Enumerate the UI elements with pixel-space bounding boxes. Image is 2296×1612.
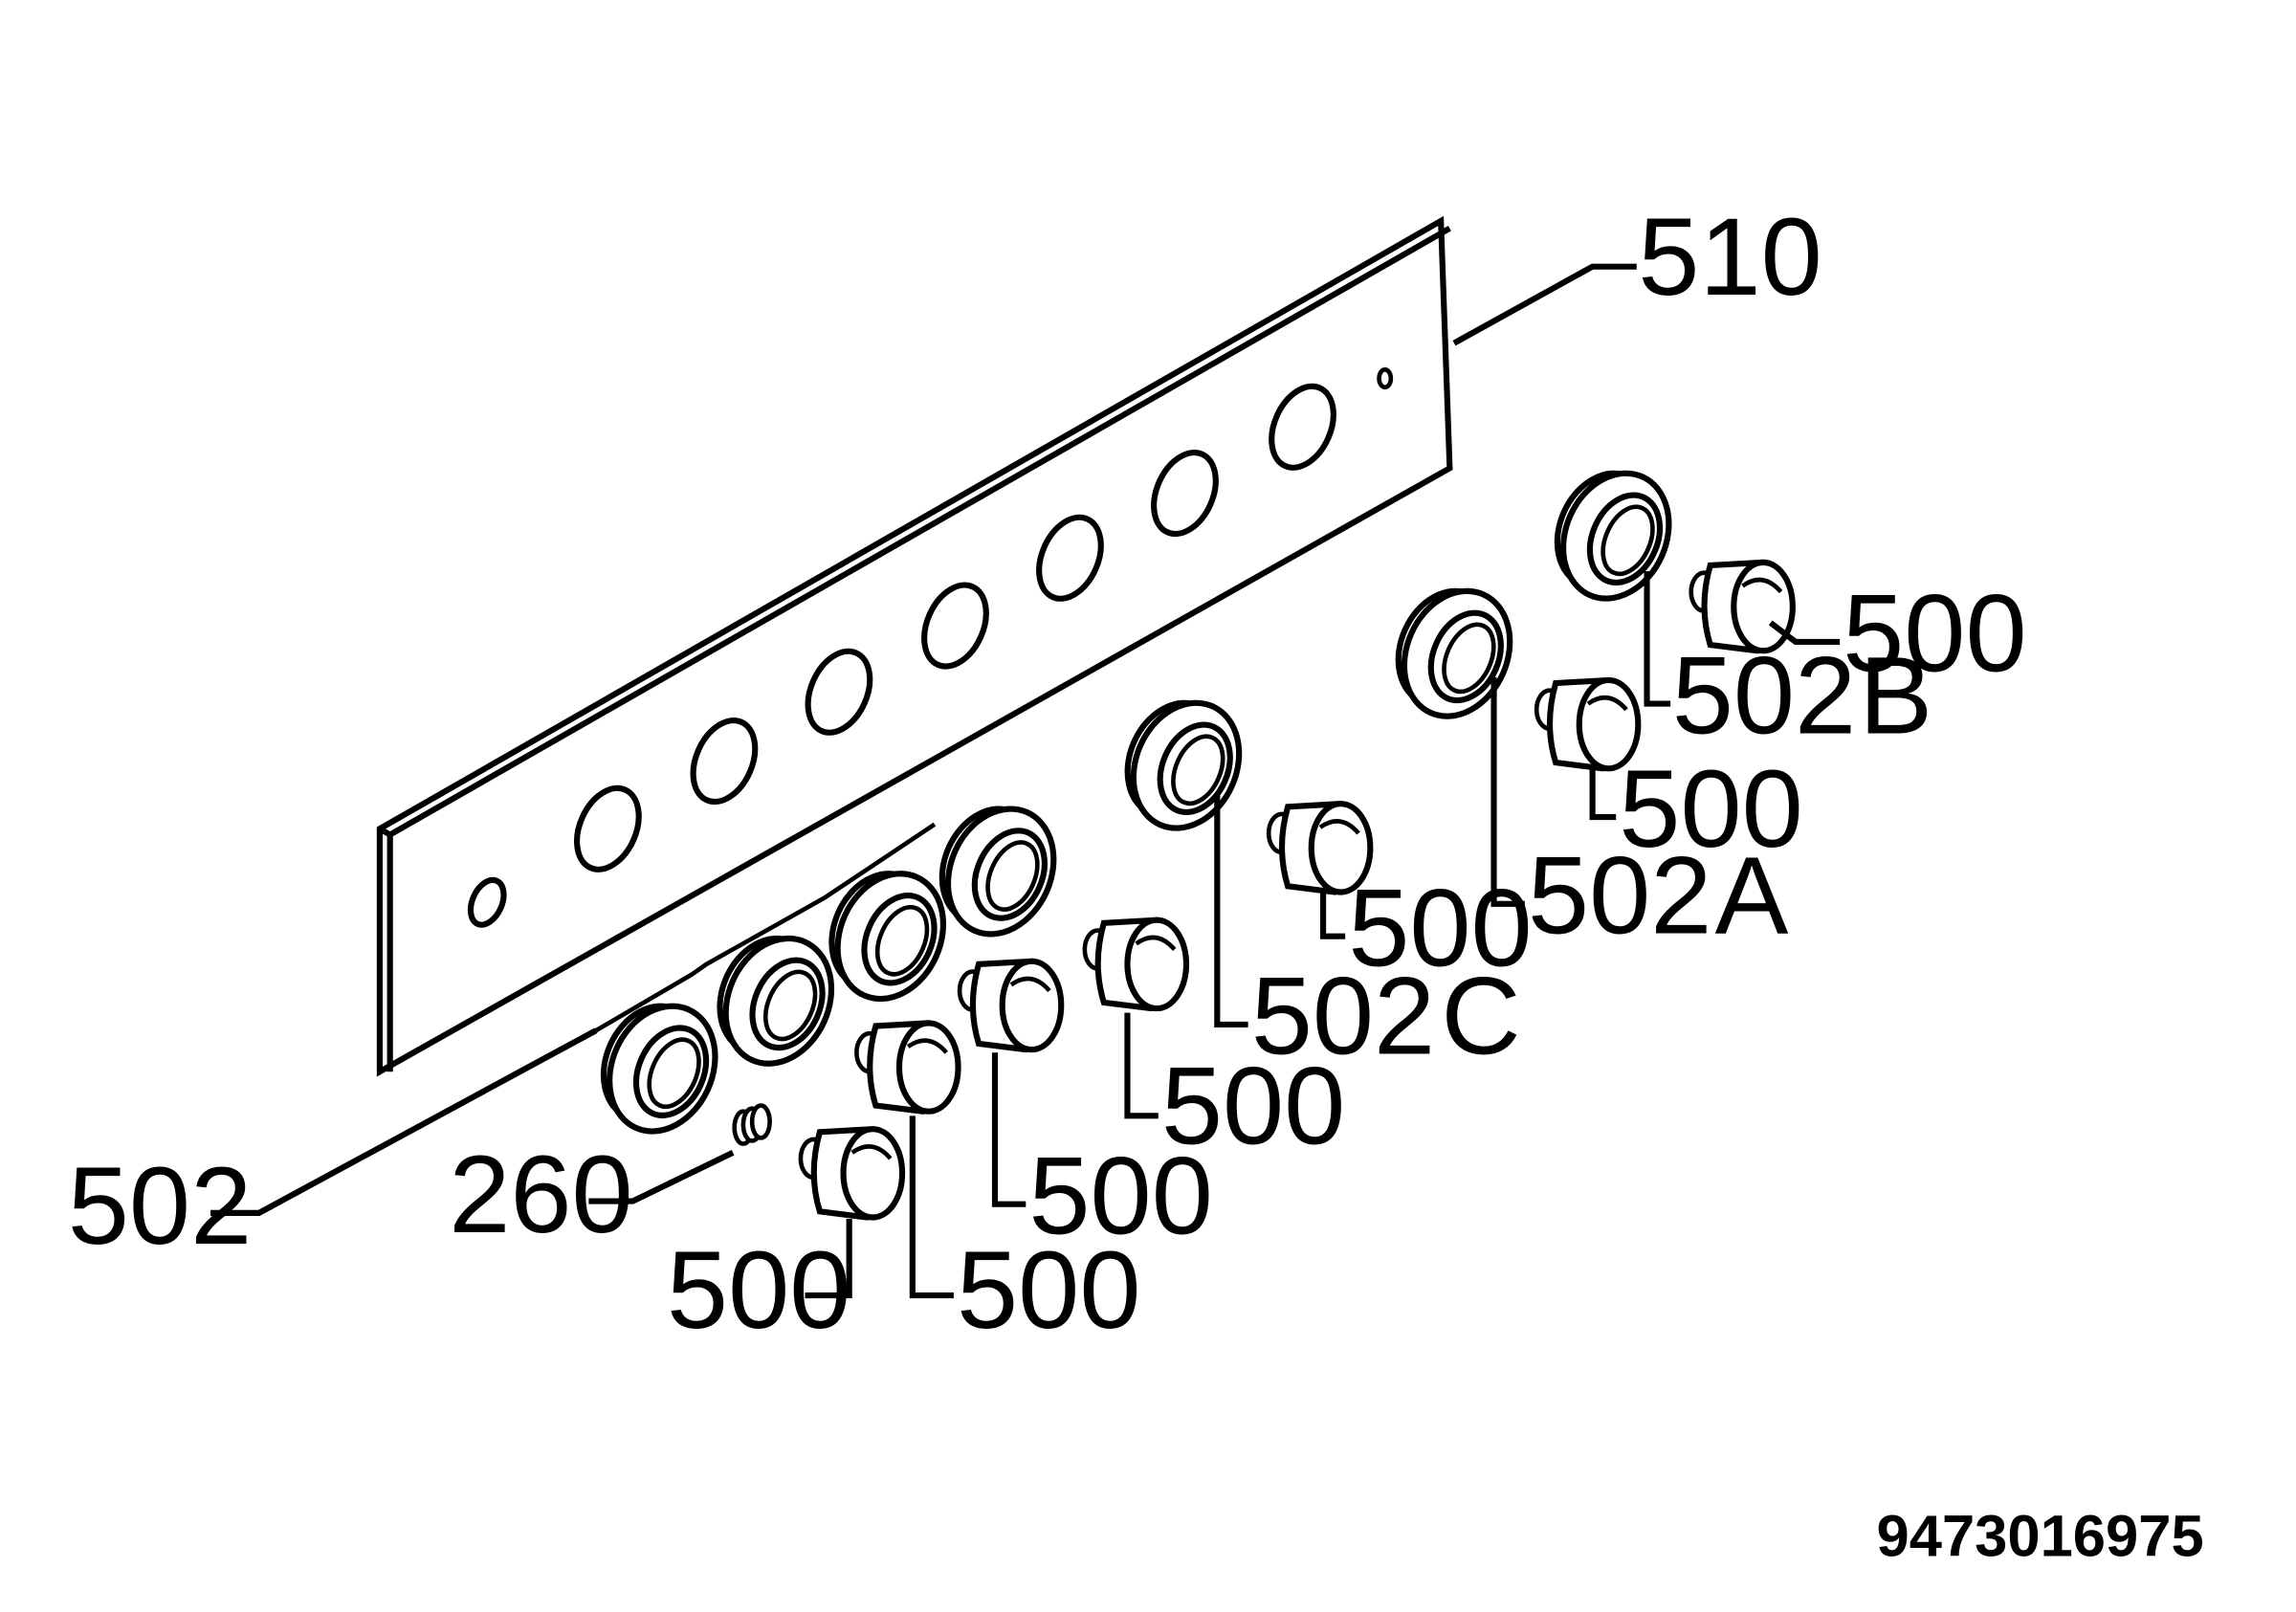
knob-500-3: [960, 961, 1061, 1049]
label-260: 260: [449, 1134, 633, 1256]
knob-500-4: [1085, 920, 1186, 1008]
label-500-5: 500: [1348, 867, 1533, 989]
leader-lines: [210, 263, 1841, 1299]
label-502c-suffix: C: [1441, 956, 1520, 1078]
label-500-4: 500: [1161, 1046, 1346, 1168]
label-502b-number: 502: [1672, 634, 1857, 757]
label-500-6: 500: [1619, 748, 1803, 871]
label-502a-suffix: A: [1715, 835, 1789, 958]
document-number: 9473016975: [1877, 1503, 2204, 1569]
knob-500-2: [856, 1023, 958, 1111]
knob-500-1: [801, 1129, 902, 1217]
label-500-1: 500: [667, 1229, 851, 1352]
control-panel-510: [376, 215, 1453, 1077]
bezel-502a: [1381, 574, 1530, 733]
label-500-7: 500: [1843, 573, 2026, 696]
label-502c-number: 502: [1251, 956, 1436, 1078]
label-502a: 502A: [1528, 835, 1789, 958]
bezel-group-502: [586, 792, 1073, 1148]
bezel-502c: [1110, 686, 1258, 845]
label-500-2: 500: [957, 1229, 1141, 1352]
spring-260: [732, 1103, 772, 1146]
label-502a-number: 502: [1528, 835, 1712, 958]
bezel-502b: [1540, 456, 1689, 615]
label-502b: 502B: [1672, 634, 1933, 757]
label-510: 510: [1638, 196, 1822, 319]
label-502: 502: [68, 1145, 253, 1268]
label-502c: 502C: [1251, 956, 1521, 1078]
label-500-3: 500: [1028, 1135, 1213, 1257]
label-502b-suffix: B: [1859, 634, 1932, 757]
